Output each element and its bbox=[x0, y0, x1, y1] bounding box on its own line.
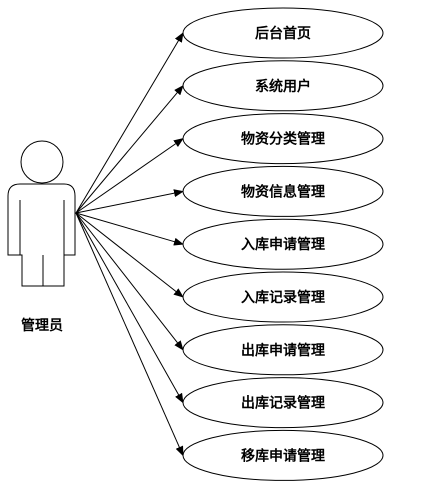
use-cases: 后台首页系统用户物资分类管理物资信息管理入库申请管理入库记录管理出库申请管理出库… bbox=[182, 7, 384, 481]
use-case: 系统用户 bbox=[182, 60, 384, 112]
actor-body bbox=[7, 183, 76, 287]
use-case-label: 后台首页 bbox=[255, 25, 311, 42]
use-case-ellipse bbox=[182, 271, 384, 323]
use-case: 后台首页 bbox=[182, 7, 384, 59]
use-case: 入库申请管理 bbox=[182, 218, 384, 270]
association-arrow bbox=[75, 189, 184, 214]
association-arrow bbox=[75, 32, 184, 214]
association-arrow bbox=[75, 212, 184, 404]
actor-head bbox=[20, 140, 64, 184]
use-case-ellipse bbox=[182, 377, 384, 429]
association-arrow bbox=[75, 212, 184, 457]
associations bbox=[75, 32, 184, 457]
use-case-label: 系统用户 bbox=[255, 78, 311, 95]
association-arrow bbox=[75, 212, 184, 298]
use-case-ellipse bbox=[182, 218, 384, 270]
association-arrow bbox=[75, 212, 184, 246]
use-case: 出库记录管理 bbox=[182, 377, 384, 429]
use-case-label: 物资信息管理 bbox=[241, 183, 325, 200]
use-case: 移库申请管理 bbox=[182, 429, 384, 481]
use-case-label: 物资分类管理 bbox=[241, 131, 325, 148]
use-case-ellipse bbox=[182, 7, 384, 59]
actor-figure bbox=[7, 140, 76, 287]
association-arrow bbox=[75, 212, 184, 351]
association-arrow bbox=[75, 138, 184, 214]
use-case-label: 入库申请管理 bbox=[241, 236, 325, 253]
use-case-ellipse bbox=[182, 324, 384, 376]
use-case-ellipse bbox=[182, 165, 384, 217]
use-case-label: 移库申请管理 bbox=[241, 447, 325, 464]
use-case: 物资分类管理 bbox=[182, 113, 384, 165]
use-case-label: 入库记录管理 bbox=[241, 289, 325, 306]
use-case-ellipse bbox=[182, 60, 384, 112]
use-case-ellipse bbox=[182, 429, 384, 481]
association-arrow bbox=[75, 85, 184, 214]
use-case-label: 出库申请管理 bbox=[241, 342, 325, 359]
actor-label: 管理员 bbox=[21, 317, 63, 334]
use-case: 出库申请管理 bbox=[182, 324, 384, 376]
use-case: 物资信息管理 bbox=[182, 165, 384, 217]
use-case-ellipse bbox=[182, 113, 384, 165]
use-case: 入库记录管理 bbox=[182, 271, 384, 323]
use-case-label: 出库记录管理 bbox=[241, 395, 325, 412]
